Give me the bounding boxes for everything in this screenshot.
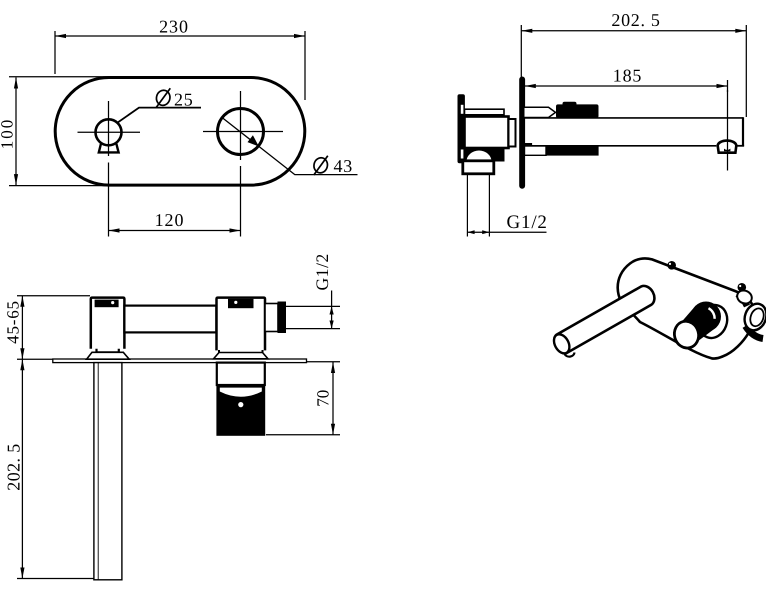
svg-text:100: 100 <box>0 118 17 150</box>
svg-text:202. 5: 202. 5 <box>611 10 660 30</box>
svg-text:185: 185 <box>613 66 642 86</box>
svg-text:120: 120 <box>155 210 185 230</box>
svg-text:70: 70 <box>313 390 332 407</box>
svg-text:230: 230 <box>159 17 189 37</box>
svg-text:25: 25 <box>174 90 193 110</box>
svg-text:G1/2: G1/2 <box>312 253 332 290</box>
svg-text:202. 5: 202. 5 <box>4 443 24 490</box>
svg-text:43: 43 <box>334 156 353 176</box>
svg-text:G1/2: G1/2 <box>507 212 548 233</box>
svg-text:45-65: 45-65 <box>4 300 23 344</box>
